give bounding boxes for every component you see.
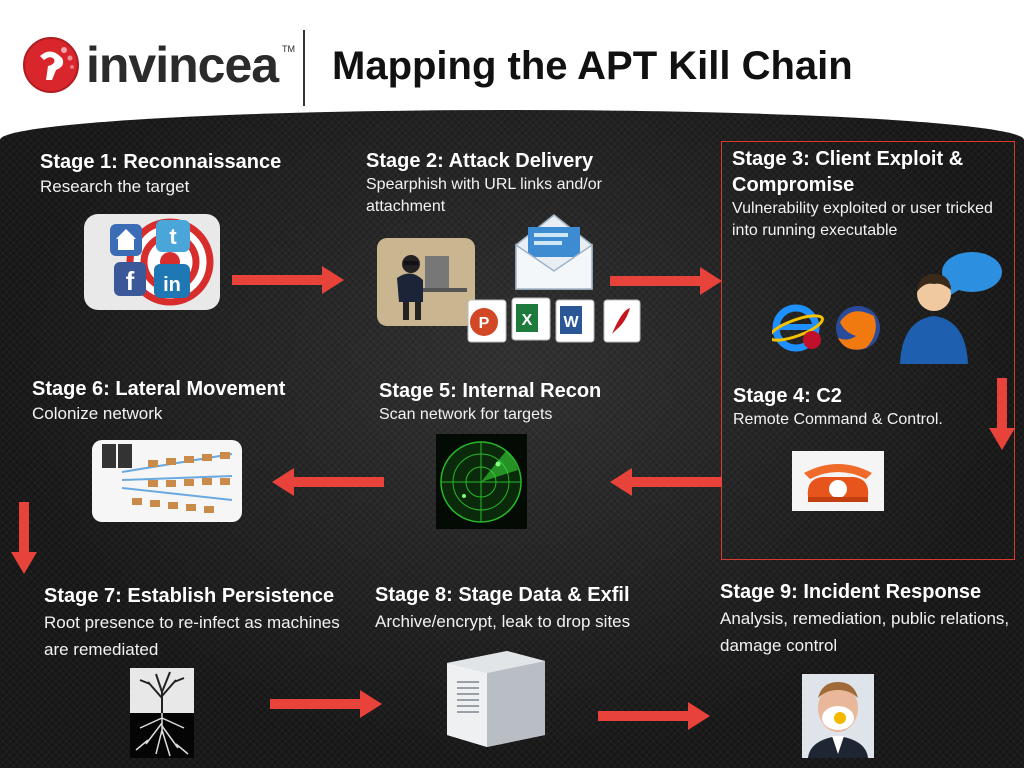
- arrow-down-3-to-4: [989, 378, 1015, 450]
- svg-text:in: in: [163, 274, 181, 296]
- arrow-right-7-to-8: [270, 690, 382, 718]
- network-diagram-icon: [92, 440, 242, 522]
- arrow-right-2-to-3: [610, 267, 722, 295]
- stage-4: Stage 4: C2 Remote Command & Control.: [733, 383, 1003, 431]
- stage-description: Remote Command & Control.: [733, 411, 943, 428]
- telephone-icon: [792, 451, 884, 511]
- stage-title: Stage 1: Reconnaissance: [40, 151, 282, 173]
- logo-text: invincea: [86, 37, 279, 93]
- stage-description: Vulnerability exploited or user tricked …: [732, 200, 993, 239]
- tree-roots-icon: [130, 668, 194, 758]
- stage-description: Scan network for targets: [379, 406, 553, 423]
- svg-text:W: W: [563, 314, 579, 331]
- user-speech-icon: [898, 250, 1004, 366]
- stage-description: Research the target: [40, 177, 190, 196]
- svg-text:t: t: [169, 224, 177, 249]
- stage-7: Stage 7: Establish Persistence Root pres…: [44, 583, 359, 663]
- logo-trademark: TM: [282, 44, 295, 54]
- arrow-left-5-to-6: [272, 468, 384, 496]
- svg-text:X: X: [522, 312, 533, 329]
- invincea-logo-icon: [22, 36, 80, 94]
- stage-description: Analysis, remediation, public relations,…: [720, 609, 1010, 655]
- radar-icon: [436, 434, 527, 529]
- social-media-target-icon: t f in: [84, 214, 220, 310]
- arrow-down-6-to-7: [11, 502, 37, 574]
- stage-9: Stage 9: Incident Response Analysis, rem…: [720, 579, 1015, 659]
- arrow-right-1-to-2: [232, 266, 344, 294]
- stage-8: Stage 8: Stage Data & Exfil Archive/encr…: [375, 582, 675, 635]
- stage-title: Stage 2: Attack Delivery: [366, 150, 594, 172]
- hacker-at-computer-icon: [377, 238, 475, 326]
- stage-6: Stage 6: Lateral Movement Colonize netwo…: [32, 376, 352, 425]
- stage-title: Stage 9: Incident Response: [720, 581, 982, 603]
- stage-title: Stage 8: Stage Data & Exfil: [375, 584, 630, 606]
- stage-description: Spearphish with URL links and/or attachm…: [366, 176, 602, 215]
- office-documents-icon: P X W: [466, 296, 644, 344]
- arrow-left-4-to-5: [610, 468, 722, 496]
- stage-3: Stage 3: Client Exploit & Compromise Vul…: [732, 146, 1007, 242]
- stage-description: Colonize network: [32, 404, 163, 423]
- browser-icons: [772, 300, 886, 356]
- page-title: Mapping the APT Kill Chain: [332, 44, 853, 88]
- stage-5: Stage 5: Internal Recon Scan network for…: [379, 378, 679, 426]
- server-icon: [443, 647, 549, 749]
- envelope-icon: [512, 209, 596, 293]
- person-egg-face-icon: [802, 674, 874, 758]
- header-divider: [303, 30, 305, 106]
- stage-title: Stage 3: Client Exploit & Compromise: [732, 148, 964, 196]
- svg-text:P: P: [479, 315, 490, 332]
- stage-title: Stage 7: Establish Persistence: [44, 585, 335, 607]
- stage-description: Root presence to re-infect as machines a…: [44, 613, 340, 659]
- arrow-right-8-to-9: [598, 702, 710, 730]
- stage-title: Stage 4: C2: [733, 385, 842, 407]
- stage-1: Stage 1: Reconnaissance Research the tar…: [40, 149, 340, 198]
- stage-title: Stage 6: Lateral Movement: [32, 378, 286, 400]
- stage-description: Archive/encrypt, leak to drop sites: [375, 612, 631, 631]
- stage-2: Stage 2: Attack Delivery Spearphish with…: [366, 148, 666, 218]
- highlight-box: [721, 141, 1015, 560]
- stage-title: Stage 5: Internal Recon: [379, 380, 602, 402]
- svg-text:f: f: [126, 266, 135, 296]
